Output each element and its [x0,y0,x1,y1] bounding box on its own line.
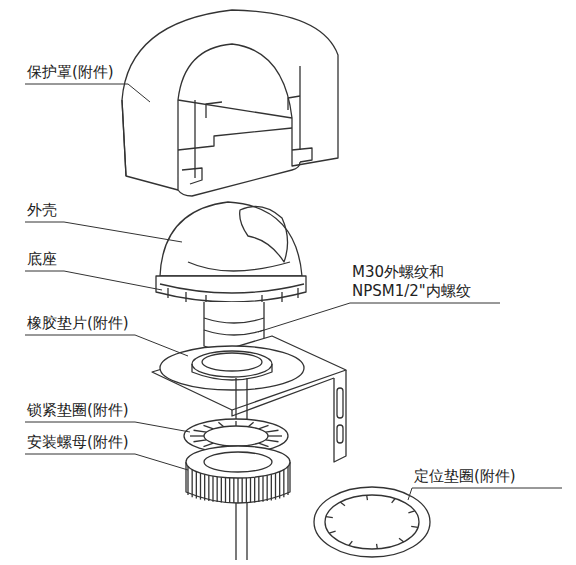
detail-stroke [200,473,201,500]
detail-stroke [279,472,280,499]
detail-stroke [392,498,395,502]
leader-lines [25,84,562,500]
detail-stroke [217,477,218,502]
part-label: 外壳 [27,201,57,220]
detail-stroke [254,477,255,502]
detail-stroke [237,478,238,503]
detail-stroke [266,440,279,442]
detail-stroke [250,478,251,503]
housing [160,202,302,276]
protective-cover [122,10,338,196]
detail-stroke [187,466,188,495]
detail-stroke [259,443,269,447]
detail-stroke [259,425,269,429]
detail-stroke [262,476,263,502]
detail-stroke [235,421,236,426]
detail-stroke [196,472,197,499]
rubber-gasket [160,346,304,390]
detail-stroke [408,511,414,513]
detail-stroke [283,470,284,498]
detail-stroke [204,474,205,500]
detail-stroke [190,435,204,436]
detail-stroke [366,495,368,500]
base [156,276,306,305]
detail-stroke [267,475,268,501]
part-label: M30外螺纹和 NPSM1/2"内螺纹 [352,263,482,301]
part-label: 保护罩(附件) [27,63,114,82]
detail-stroke [340,502,345,506]
detail-stroke [326,516,333,518]
part-label: 定位垫圈(附件) [414,467,516,486]
detail-stroke [268,435,282,436]
detail-stroke [221,477,222,502]
part-label: 安装螺母(附件) [27,433,129,452]
detail-stroke [203,443,213,447]
mounting-bracket [152,336,346,462]
detail-stroke [212,476,213,502]
part-label: 锁紧垫圈(附件) [27,401,129,420]
detail-stroke [271,474,272,500]
detail-stroke [233,478,234,503]
detail-stroke [208,475,209,501]
part-label: 橡胶垫片(附件) [27,314,129,333]
detail-stroke [399,538,404,542]
detail-stroke [218,422,223,427]
mounting-nut [186,446,290,503]
part-label: 底座 [27,250,57,269]
detail-stroke [192,470,193,498]
detail-stroke [194,430,207,432]
detail-stroke [242,478,243,503]
detail-stroke [258,477,259,502]
detail-stroke [248,422,253,427]
detail-stroke [287,466,288,495]
detail-stroke [329,531,335,533]
detail-stroke [349,541,352,545]
detail-stroke [266,430,279,432]
detail-stroke [225,478,226,503]
detail-stroke [194,440,207,442]
detail-stroke [275,473,276,500]
detail-stroke [411,526,418,528]
detail-stroke [203,425,213,429]
detail-stroke [376,544,378,549]
detail-stroke [246,478,247,503]
detail-stroke [229,478,230,503]
positioning-washer [314,487,430,557]
